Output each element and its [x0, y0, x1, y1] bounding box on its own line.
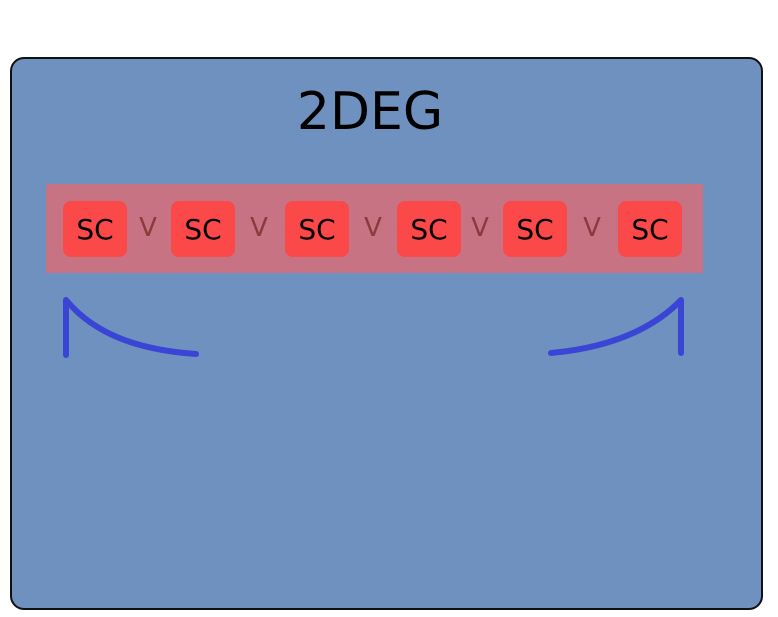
sc-block-5: SC	[503, 201, 567, 257]
sc-block-4: SC	[397, 201, 461, 257]
diagram-title: 2DEG	[296, 82, 444, 142]
v-label-2: V	[250, 213, 268, 243]
sc-block-6: SC	[618, 201, 682, 257]
chain-band	[46, 184, 703, 273]
sc-block-2: SC	[171, 201, 235, 257]
v-label-5: V	[583, 213, 601, 243]
v-label-3: V	[364, 213, 382, 243]
v-label-1: V	[139, 213, 157, 243]
v-label-4: V	[471, 213, 489, 243]
sc-block-1: SC	[63, 201, 127, 257]
sc-block-3: SC	[285, 201, 349, 257]
